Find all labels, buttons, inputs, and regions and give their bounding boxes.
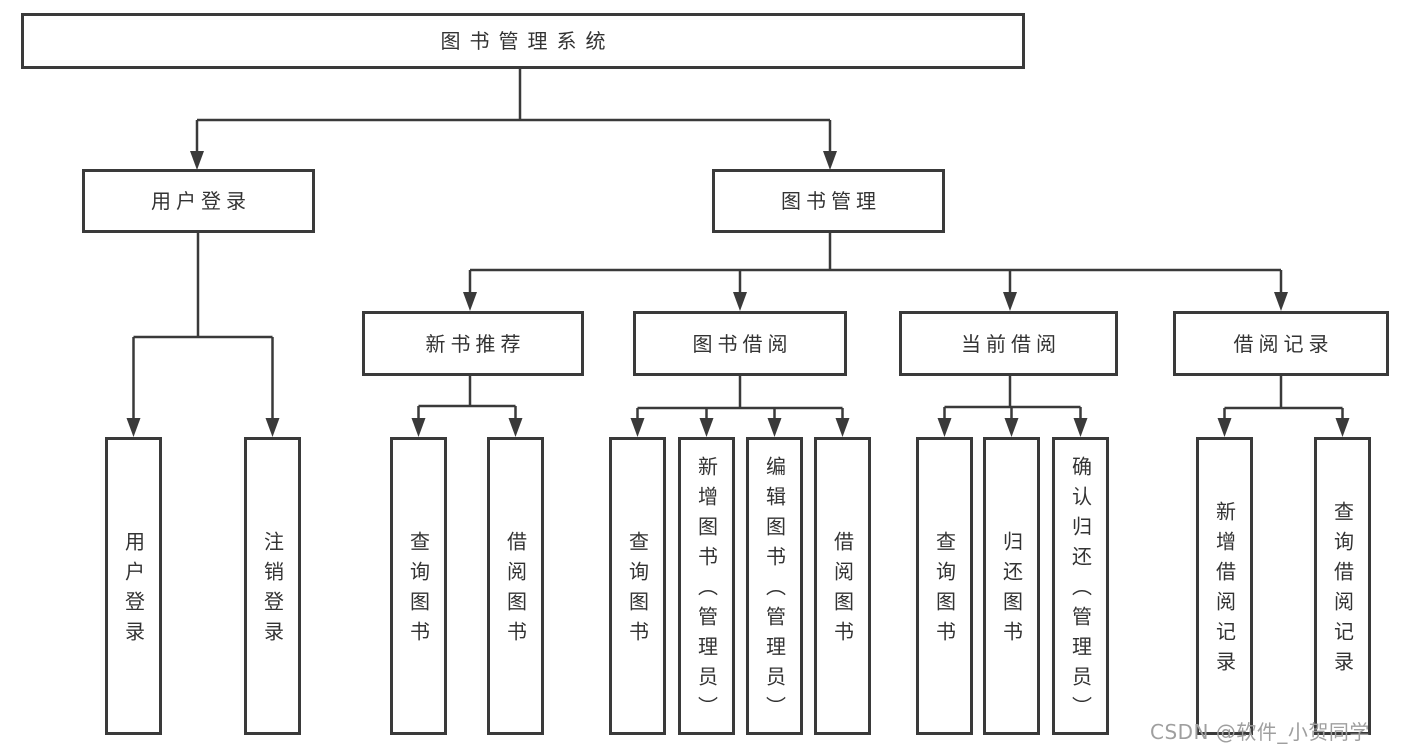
node-library-management-system: 图书管理系统	[21, 13, 1025, 69]
node-label: 确认归还（管理员）	[1068, 456, 1093, 726]
node-borrow-add-books-admin: 新增图书（管理员）	[678, 437, 735, 735]
node-label: 用户登录	[151, 189, 251, 213]
node-records-add-record: 新增借阅记录	[1196, 437, 1253, 735]
node-label: 归还图书	[999, 531, 1024, 651]
node-label: 图书管理	[781, 189, 881, 213]
node-label: 新增借阅记录	[1212, 501, 1237, 681]
node-current-borrowing: 当前借阅	[899, 311, 1118, 376]
node-label: 借阅图书	[503, 531, 528, 651]
node-label: 借阅图书	[830, 531, 855, 651]
node-label: 新书推荐	[425, 331, 526, 356]
node-current-confirm-return-admin: 确认归还（管理员）	[1052, 437, 1109, 735]
node-logout-action: 注销登录	[244, 437, 301, 735]
node-label: 查询图书	[625, 531, 650, 651]
node-borrow-edit-books-admin: 编辑图书（管理员）	[746, 437, 803, 735]
node-book-management-branch: 图书管理	[712, 169, 945, 233]
node-label: 当前借阅	[961, 331, 1061, 356]
node-label: 图书管理系统	[440, 29, 615, 53]
node-label: 新增图书（管理员）	[694, 456, 719, 726]
node-user-login-branch: 用户登录	[82, 169, 315, 233]
node-user-login-action: 用户登录	[105, 437, 162, 735]
node-new-book-recommendation: 新书推荐	[362, 311, 584, 376]
node-book-borrowing: 图书借阅	[633, 311, 847, 376]
node-label: 查询借阅记录	[1330, 501, 1355, 681]
node-label: 编辑图书（管理员）	[762, 456, 787, 726]
node-label: 借阅记录	[1233, 331, 1334, 356]
node-label: 查询图书	[932, 531, 957, 651]
node-borrowing-records: 借阅记录	[1173, 311, 1389, 376]
node-label: 用户登录	[121, 531, 146, 651]
csdn-watermark: CSDN @软件_小贺同学	[1150, 720, 1370, 744]
node-current-return-books: 归还图书	[983, 437, 1040, 735]
node-label: 查询图书	[406, 531, 431, 651]
node-recommend-borrow-books: 借阅图书	[487, 437, 544, 735]
node-borrow-query-books: 查询图书	[609, 437, 666, 735]
node-records-query-record: 查询借阅记录	[1314, 437, 1371, 735]
node-label: 注销登录	[260, 531, 285, 651]
node-borrow-borrow-books: 借阅图书	[814, 437, 871, 735]
node-current-query-books: 查询图书	[916, 437, 973, 735]
node-label: 图书借阅	[692, 331, 793, 356]
node-recommend-query-books: 查询图书	[390, 437, 447, 735]
